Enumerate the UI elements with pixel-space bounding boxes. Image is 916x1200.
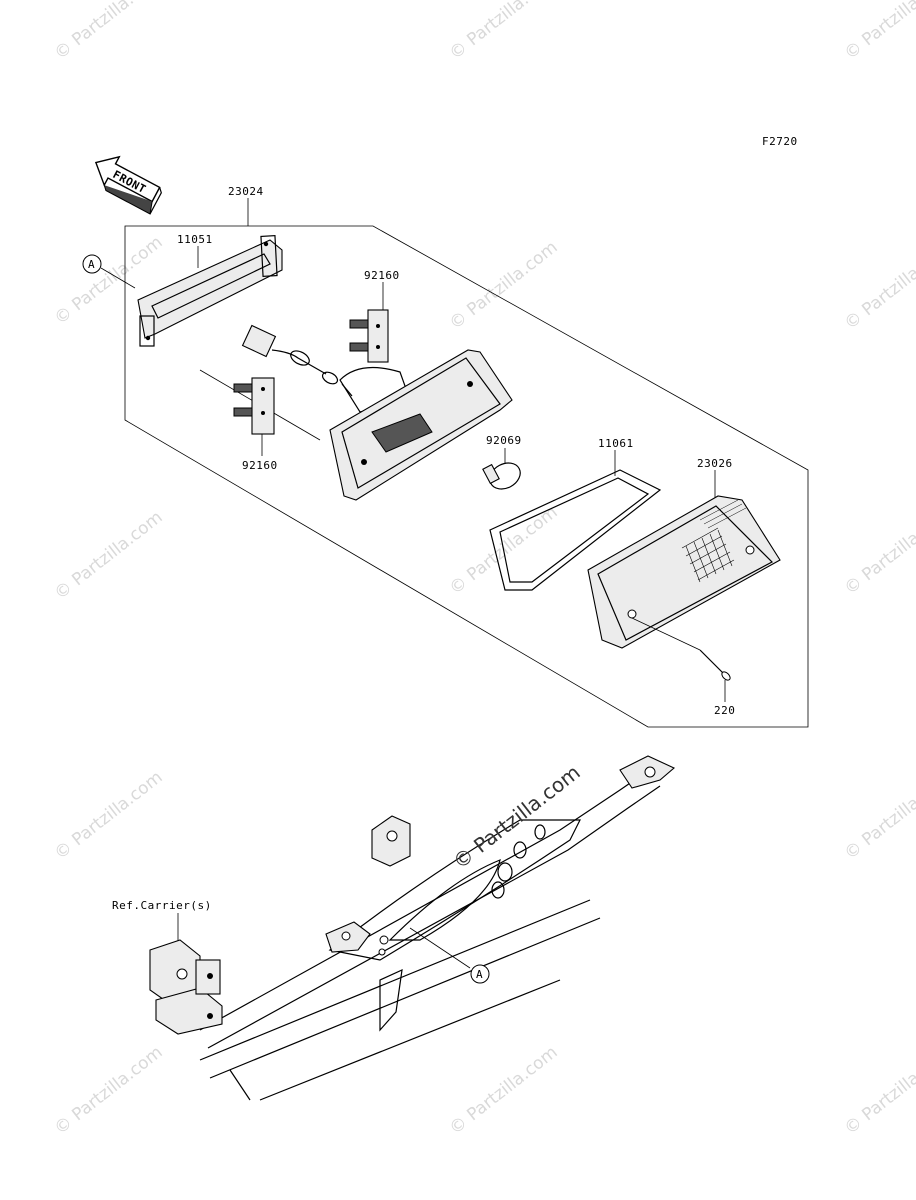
label-gasket: 11051: [177, 233, 213, 246]
label-socket-top: 92160: [364, 269, 400, 282]
label-screw: 220: [714, 704, 735, 717]
lens: [587, 495, 781, 649]
watermark: © Partzilla.com: [446, 0, 562, 64]
label-lens-gasket: 11061: [598, 437, 634, 450]
watermark: © Partzilla.com: [446, 1042, 562, 1139]
watermark: © Partzilla.com: [841, 1042, 916, 1139]
socket-bottom: [233, 377, 275, 435]
watermark: © Partzilla.com: [446, 237, 562, 334]
label-assembly: 23024: [228, 185, 264, 198]
lens-gasket: [489, 469, 662, 591]
ref-carrier-label: Ref.Carrier(s): [112, 899, 212, 912]
carrier-bracket: [149, 939, 223, 1035]
marker-a-bottom: A: [409, 927, 490, 984]
watermark: © Partzilla.com: [841, 0, 916, 64]
marker-letter: A: [476, 968, 483, 981]
watermark: © Partzilla.com: [841, 502, 916, 599]
assembly-outline: [124, 225, 809, 728]
watermark: © Partzilla.com: [51, 0, 167, 64]
figure-code: F2720: [762, 135, 798, 148]
gasket-plate: [137, 235, 283, 347]
front-arrow-icon: FRONT: [94, 155, 162, 215]
watermark: © Partzilla.com: [841, 237, 916, 334]
label-bulb: 92069: [486, 434, 522, 447]
light-housing: [329, 349, 513, 501]
watermark: © Partzilla.com: [51, 1042, 167, 1139]
watermark: © Partzilla.com: [51, 767, 167, 864]
bulb: [482, 462, 521, 490]
watermark: © Partzilla.com: [51, 507, 167, 604]
socket-top: [349, 309, 389, 363]
screw: [631, 617, 731, 681]
marker-a-top: A: [82, 254, 136, 289]
carrier-frame: [199, 755, 676, 1101]
label-socket-bottom: 92160: [242, 459, 278, 472]
watermark: © Partzilla.com: [841, 767, 916, 864]
marker-letter: A: [88, 258, 95, 271]
label-lens: 23026: [697, 457, 733, 470]
